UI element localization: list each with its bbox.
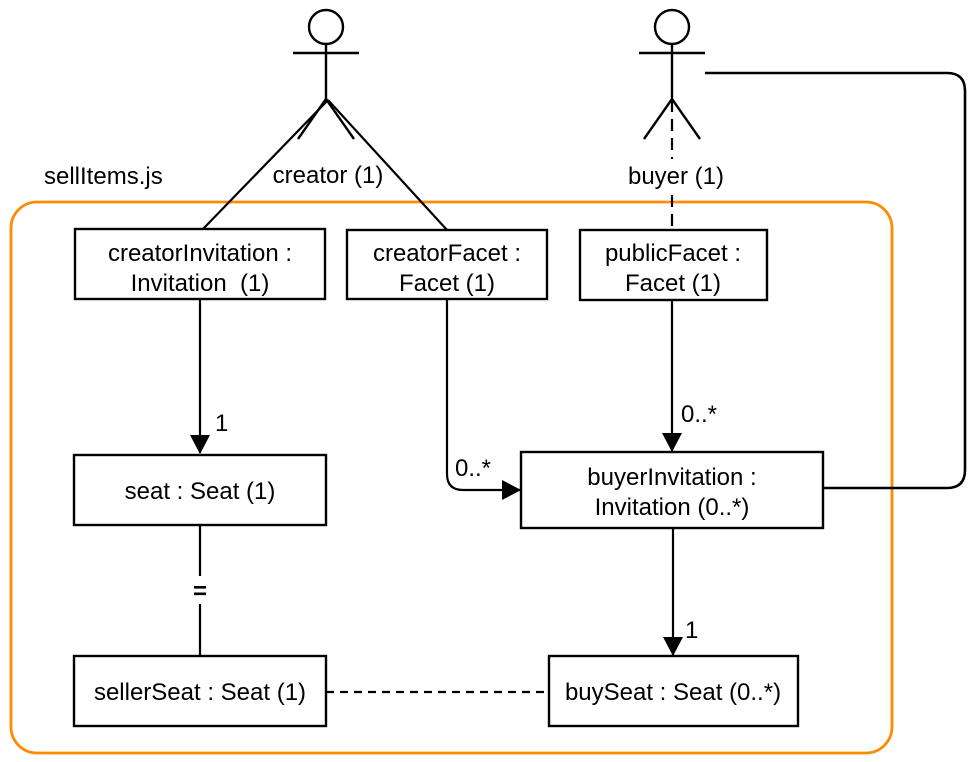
actor-leg-right [671,98,701,140]
module-frame [9,200,894,755]
edge-creator-to-creatorFacet [327,99,448,231]
node-label-line1: publicFacet : [605,240,741,267]
node-box [72,453,328,527]
actor-leg-left [297,98,327,140]
node-label: buySeat : Seat (0..*) [565,679,781,706]
actor-head-icon [307,8,345,46]
node-label-line2: Facet (1) [625,270,721,297]
node-box [345,228,549,301]
actor-leg-right [325,98,355,140]
node-label: seat : Seat (1) [125,478,276,505]
node-label-line1: creatorInvitation : [108,240,292,267]
edge-label-multiplicity: 0..* [455,455,491,482]
node-seat: seat : Seat (1) [72,453,328,527]
node-buySeat: buySeat : Seat (0..*) [547,654,800,728]
node-label-line2: Invitation (1) [131,270,270,297]
buyer-label-mask [616,159,736,189]
node-sellerSeat: sellerSeat : Seat (1) [72,654,328,728]
actor-head-icon [653,8,691,46]
node-label-line1: creatorFacet : [373,240,521,267]
node-box [73,227,327,301]
actor-leg-left [643,98,673,140]
node-box [578,228,769,302]
edge-label-multiplicity: 0..* [681,401,717,428]
edge-buyer-return-to-buyerInvitation [705,71,967,490]
buyer-actor-icon [639,8,705,140]
node-label-line2: Invitation (0..*) [595,494,750,521]
node-label-line2: Facet (1) [399,270,495,297]
edge-creatorFacet-to-buyerInvitation [445,299,521,500]
buyer-actor-label: buyer (1) [628,163,724,190]
node-creatorFacet: creatorFacet : Facet (1) [345,228,549,301]
node-label: sellerSeat : Seat (1) [94,679,306,706]
module-frame-label: sellItems.js [44,163,163,190]
edge-creator-to-creatorInvitation [202,99,329,230]
node-label-line1: buyerInvitation : [587,464,756,491]
node-publicFacet: publicFacet : Facet (1) [578,228,769,302]
equals-label-mask [187,576,213,604]
creator-actor-label: creator (1) [273,162,384,189]
edge-label-multiplicity: 1 [685,617,698,644]
node-creatorInvitation: creatorInvitation : Invitation (1) [73,227,327,301]
node-box [519,450,825,530]
creator-actor-icon [293,8,359,140]
edge-label-equals: = [193,578,207,605]
edge-label-multiplicity: 1 [215,410,228,437]
node-box [547,654,800,728]
node-box [72,654,328,728]
node-buyerInvitation: buyerInvitation : Invitation (0..*) [519,450,825,530]
